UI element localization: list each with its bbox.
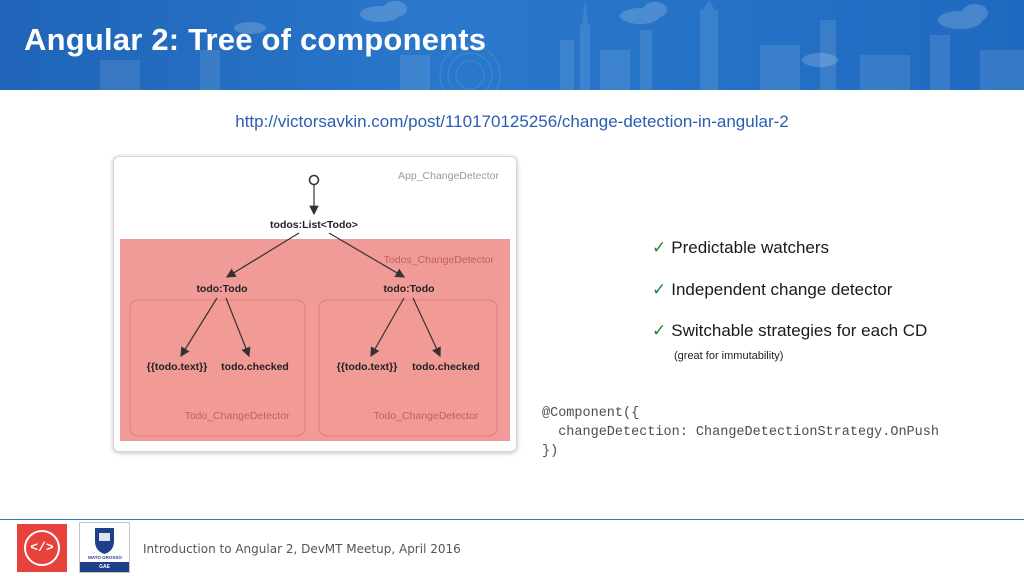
change-detector-diagram: App_ChangeDetector todos:List<Todo> Todo… (113, 156, 517, 452)
code-brackets-icon: </> (24, 530, 60, 566)
header-banner: Angular 2: Tree of components (0, 0, 1024, 90)
feature-note: (great for immutability) (674, 350, 784, 362)
list-to-right-todo-arrow (328, 232, 406, 278)
right-todo-to-text-arrow (370, 297, 405, 358)
left-todo-to-text-arrow (180, 297, 218, 358)
slide-title: Angular 2: Tree of components (24, 22, 487, 57)
right-todo-detector-region (318, 299, 498, 437)
devmt-logo: </> (17, 524, 67, 572)
right-todo-to-checked-arrow (412, 297, 441, 358)
footer-text: Introduction to Angular 2, DevMT Meetup,… (143, 542, 461, 556)
check-icon: ✓ (652, 321, 667, 340)
todos-list-node: todos:List<Todo> (270, 219, 358, 231)
feature-item: ✓Predictable watchers (652, 238, 829, 258)
skyline-decoration (100, 0, 1024, 90)
feature-text: Independent change detector (671, 280, 893, 299)
check-icon: ✓ (652, 280, 667, 299)
diagram-canvas: App_ChangeDetector todos:List<Todo> Todo… (120, 170, 510, 441)
shield-icon (95, 528, 114, 554)
list-to-left-todo-arrow (225, 232, 300, 278)
university-logo-bar: GAE (80, 562, 129, 572)
left-todo-checked-leaf: todo.checked (221, 361, 289, 373)
code-sample: @Component({ changeDetection: ChangeDete… (542, 406, 939, 459)
footer-divider (0, 519, 1024, 520)
feature-item: ✓Switchable strategies for each CD (652, 321, 927, 341)
todos-change-detector-label: Todos_ChangeDetector (384, 254, 495, 266)
feature-text: Predictable watchers (671, 238, 830, 257)
left-todo-text-leaf: {{todo.text}} (147, 361, 208, 373)
right-todo-change-detector-label: Todo_ChangeDetector (373, 410, 479, 422)
university-logo: MATO GROSSO GAE (79, 522, 130, 573)
right-todo-node: todo:Todo (383, 283, 434, 295)
left-todo-change-detector-label: Todo_ChangeDetector (184, 410, 290, 422)
check-icon: ✓ (652, 238, 667, 257)
right-todo-text-leaf: {{todo.text}} (337, 361, 398, 373)
app-change-detector-label: App_ChangeDetector (398, 170, 499, 182)
left-todo-node: todo:Todo (196, 283, 247, 295)
root-node-icon (308, 174, 320, 186)
university-logo-caption: MATO GROSSO (88, 555, 122, 560)
feature-item: ✓Independent change detector (652, 280, 892, 300)
right-todo-checked-leaf: todo.checked (412, 361, 480, 373)
left-todo-detector-region (129, 299, 306, 437)
left-todo-to-checked-arrow (225, 297, 251, 358)
feature-text: Switchable strategies for each CD (671, 321, 928, 340)
reference-url[interactable]: http://victorsavkin.com/post/11017012525… (235, 112, 789, 131)
